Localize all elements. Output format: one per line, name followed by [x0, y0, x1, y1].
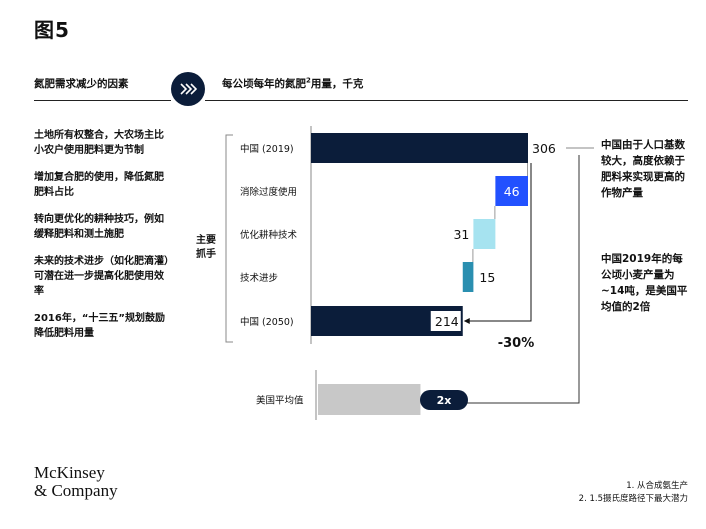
benchmark-label: 美国平均值	[256, 395, 304, 407]
group-bracket	[225, 134, 233, 343]
note-population: 中国由于人口基数较大，高度依赖于肥料来实现更高的作物产量	[601, 139, 685, 199]
bar	[311, 133, 528, 163]
data-label: 46	[504, 184, 520, 199]
right-header-suffix: 用量，千克	[310, 78, 364, 90]
reduction-arrow	[468, 163, 532, 322]
right-header-text: 每公顷每年的氮肥	[222, 78, 306, 90]
data-label: 15	[479, 270, 495, 285]
category-label: 中国 (2050)	[240, 316, 294, 328]
group-label-line: 抓手	[196, 249, 216, 260]
footnote: 1. 从合成氨生产	[626, 481, 688, 491]
left-header: 氮肥需求减少的因素	[34, 78, 129, 90]
factor-item: 增加复合肥的使用，降低氮肥肥料占比	[34, 172, 164, 198]
bar	[473, 219, 496, 249]
factor-item: 转向更优化的耕种技巧，例如缓释肥料和测土施肥	[34, 214, 164, 240]
footnotes: 1. 从合成氨生产 2. 1.5摄氏度路径下最大潜力	[579, 480, 688, 506]
multiple-badge	[420, 390, 468, 410]
right-header: 每公顷每年的氮肥2用量，千克	[222, 76, 363, 91]
factor-item: 2016年，“十三五”规划鼓励降低肥料用量	[34, 313, 165, 339]
multiple-badge-label: 2x	[437, 394, 452, 407]
logo-line: & Company	[34, 481, 118, 500]
logo-line: McKinsey	[34, 463, 105, 482]
change-label: -30%	[498, 336, 535, 351]
benchmark-bar	[318, 384, 421, 415]
left-header-rule	[34, 100, 171, 101]
figure-title: 图5	[34, 18, 70, 42]
right-header-footnote-mark: 2	[306, 76, 311, 85]
factor-list: 土地所有权整合，大农场主比小农户使用肥料更为节制 增加复合肥的使用，降低氮肥肥料…	[34, 128, 172, 353]
category-label: 消除过度使用	[240, 186, 297, 198]
bar	[495, 176, 528, 206]
mckinsey-logo: McKinsey & Company	[34, 464, 118, 500]
data-label-background	[430, 311, 461, 331]
note-yield: 中国2019年的每公顷小麦产量为~14吨，是美国平均值的2倍	[601, 253, 688, 313]
right-header-rule	[205, 100, 688, 101]
factor-item: 未来的技术进步（如化肥滴灌）可潜在进一步提高化肥使用效率	[34, 256, 169, 297]
category-label: 优化耕种技术	[240, 229, 298, 241]
factor-item: 土地所有权整合，大农场主比小农户使用肥料更为节制	[34, 130, 164, 156]
data-label: 214	[435, 314, 459, 329]
data-label: 31	[453, 227, 469, 242]
chevron-right-icon	[171, 72, 205, 106]
data-label: 306	[532, 141, 556, 156]
group-label-line: 主要	[196, 235, 216, 246]
bar	[462, 262, 474, 292]
multiple-connector	[454, 155, 580, 404]
footnote: 2. 1.5摄氏度路径下最大潜力	[578, 494, 688, 504]
group-label: 主要 抓手	[196, 234, 216, 262]
category-label: 中国 (2019)	[240, 143, 294, 155]
category-label: 技术进步	[240, 272, 278, 284]
arrow-head-icon	[463, 318, 470, 324]
